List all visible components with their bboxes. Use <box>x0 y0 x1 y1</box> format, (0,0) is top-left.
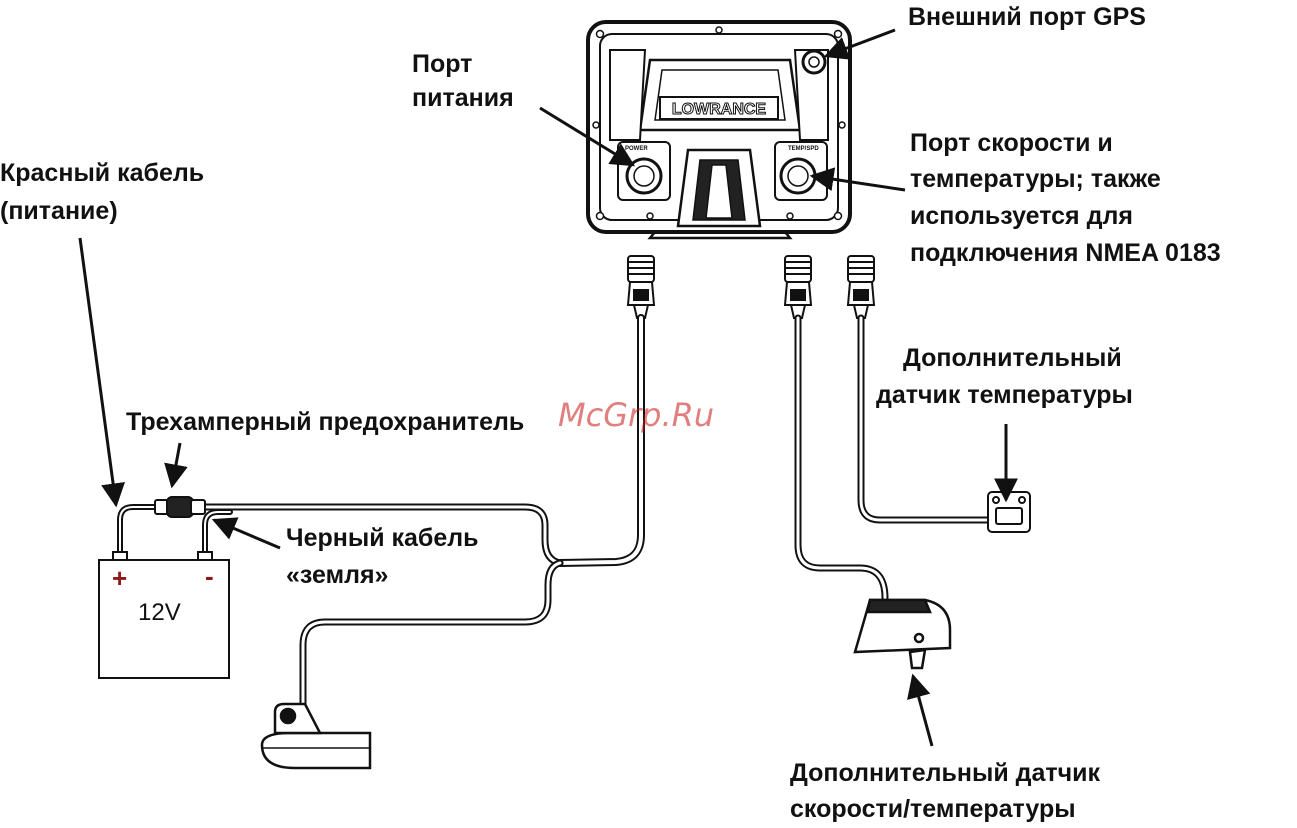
fuse-holder <box>155 497 205 517</box>
label-power-port-2: питания <box>412 83 514 114</box>
arrow-speed-sensor <box>913 676 932 746</box>
label-temp-sensor-1: Дополнительный <box>903 343 1122 374</box>
temp-port-tag: TEMP/SPD <box>788 146 819 152</box>
temp-sensor <box>988 492 1030 532</box>
label-speed-temp-port-4: подключения NMEA 0183 <box>910 238 1221 269</box>
label-red-cable-2: (питание) <box>0 196 118 227</box>
power-port-tag: POWER <box>625 146 648 152</box>
label-speed-sensor-2: скорости/температуры <box>790 794 1076 825</box>
arrow-fuse <box>172 443 180 486</box>
brand-logo: LOWRANCE <box>672 101 767 118</box>
label-gps-port: Внешний порт GPS <box>908 2 1146 33</box>
battery-plus: + <box>112 563 127 593</box>
label-speed-sensor-1: Дополнительный датчик <box>790 758 1100 789</box>
watermark: McGrp.Ru <box>558 396 714 434</box>
temp-sensor-connector <box>848 256 874 318</box>
label-power-port-1: Порт <box>412 49 472 80</box>
label-fuse: Трехамперный предохранитель <box>126 407 524 438</box>
label-speed-temp-port-3: используется для <box>910 201 1133 232</box>
power-connector <box>628 256 654 318</box>
label-black-cable-1: Черный кабель <box>286 523 479 554</box>
arrow-black-cable <box>214 520 280 548</box>
label-black-cable-2: «земля» <box>286 560 388 591</box>
label-temp-sensor-2: датчик температуры <box>876 380 1133 411</box>
transducer <box>262 704 370 768</box>
speed-temp-sensor <box>855 600 950 668</box>
label-speed-temp-port-1: Порт скорости и <box>910 128 1113 159</box>
label-red-cable-1: Красный кабель <box>0 158 204 189</box>
battery-voltage: 12V <box>138 599 181 626</box>
label-speed-temp-port-2: температуры; также <box>910 164 1161 195</box>
speed-sensor-connector <box>785 256 811 318</box>
arrow-red-cable <box>80 238 116 505</box>
battery-minus: - <box>205 561 214 591</box>
